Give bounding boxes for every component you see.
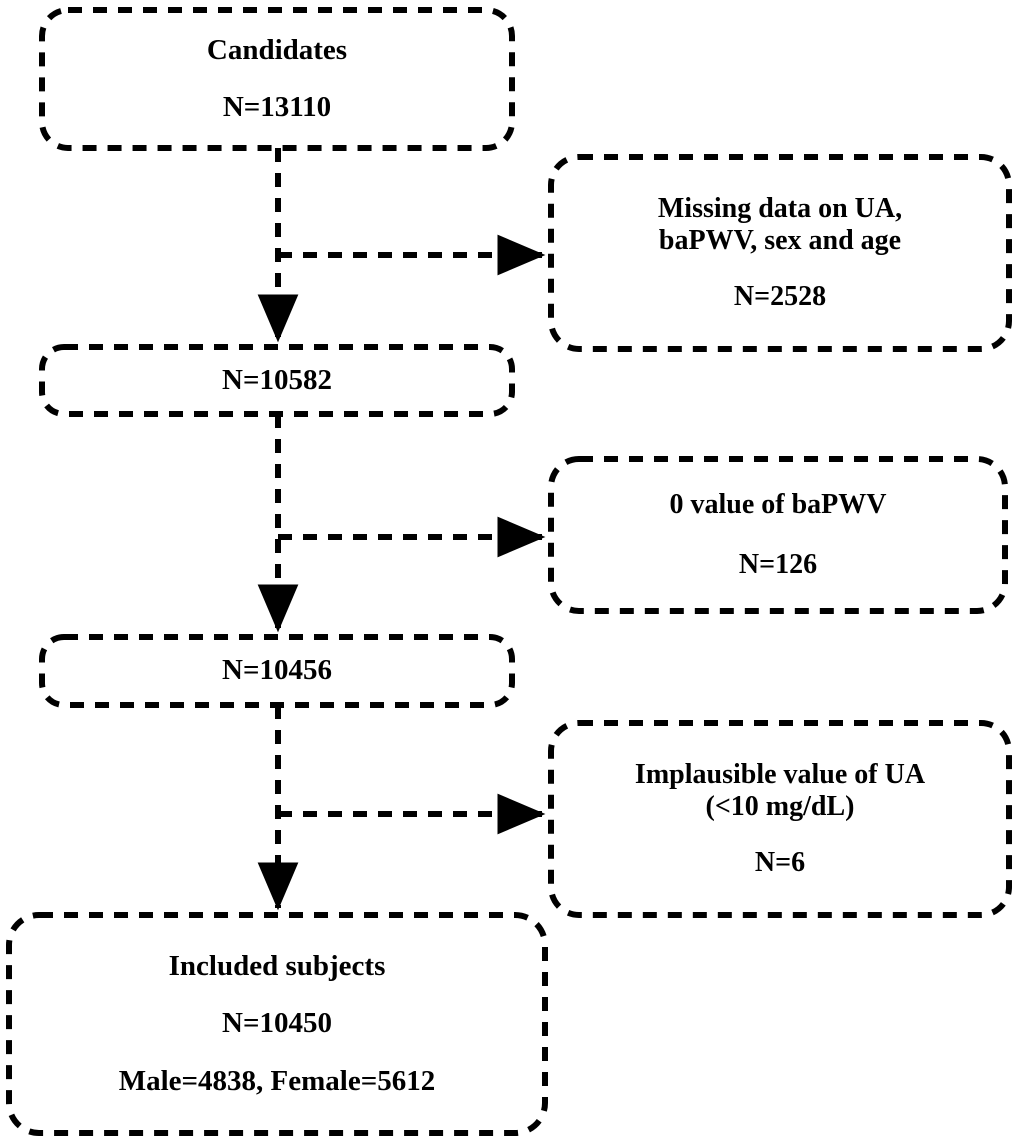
box-exclusion-1 xyxy=(548,154,1012,352)
node-remaining-2: N=10456 xyxy=(42,637,512,705)
candidates-title: Candidates xyxy=(206,33,348,66)
exclusion-1-reason-line1: Missing data on UA, xyxy=(657,192,903,224)
node-candidates: Candidates N=13110 xyxy=(42,10,512,148)
candidates-count: N=13110 xyxy=(222,91,332,123)
included-count: N=10450 xyxy=(222,1007,332,1040)
node-exclusion-3: Implausible value of UA (<10 mg/dL) N=6 xyxy=(551,723,1009,915)
included-title: Included subjects xyxy=(168,950,386,983)
exclusion-2-count: N=126 xyxy=(738,549,818,580)
exclusion-1-reason-line2: baPWV, sex and age xyxy=(658,224,902,256)
box-exclusion-3 xyxy=(548,720,1012,918)
remaining-2-count: N=10456 xyxy=(222,654,332,687)
remaining-1-count: N=10582 xyxy=(222,363,332,396)
box-candidates xyxy=(39,7,515,151)
exclusion-3-reason-line1: Implausible value of UA xyxy=(634,758,926,790)
box-included xyxy=(6,912,548,1136)
node-remaining-1: N=10582 xyxy=(42,347,512,414)
exclusion-3-reason-line2: (<10 mg/dL) xyxy=(705,790,855,822)
node-exclusion-1: Missing data on UA, baPWV, sex and age N… xyxy=(551,157,1009,349)
box-exclusion-2 xyxy=(548,456,1008,614)
exclusion-1-count: N=2528 xyxy=(733,281,827,313)
node-exclusion-2: 0 value of baPWV N=126 xyxy=(551,459,1005,611)
exclusion-3-count: N=6 xyxy=(754,847,806,879)
included-breakdown: Male=4838, Female=5612 xyxy=(118,1064,436,1097)
exclusion-2-reason-line1: 0 value of baPWV xyxy=(669,488,887,520)
node-included: Included subjects N=10450 Male=4838, Fem… xyxy=(9,915,545,1133)
